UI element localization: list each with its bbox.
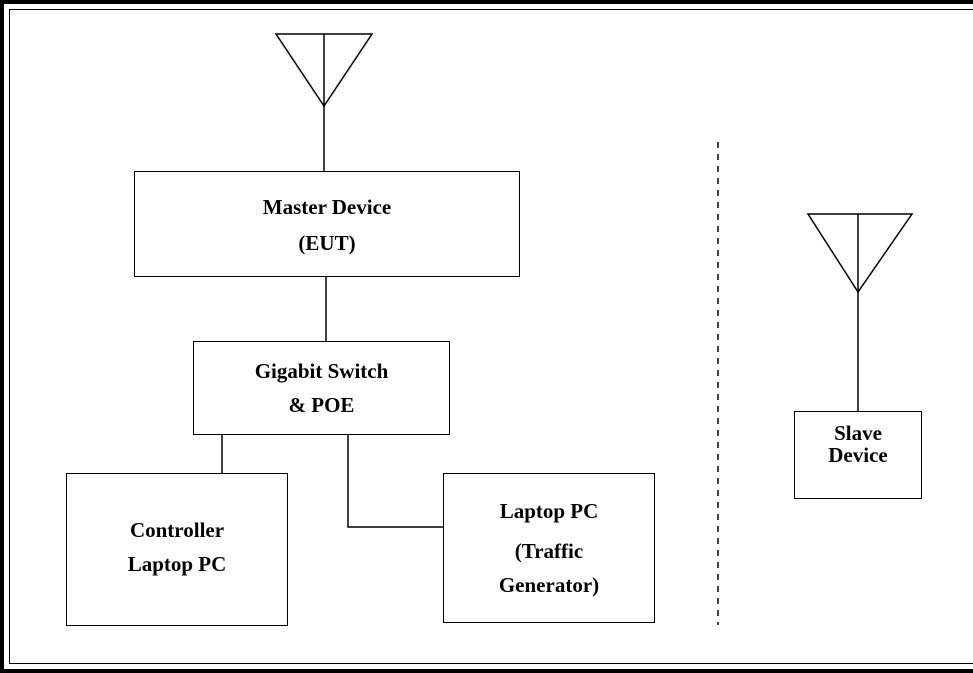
- switch-laptop-link: [347, 435, 443, 528]
- traffic-generator-box: Laptop PC (Traffic Generator): [443, 473, 655, 623]
- master-device-label: Master Device: [262, 195, 392, 219]
- traffic-generator-sublabel-2: Generator): [498, 573, 600, 597]
- traffic-generator-sublabel-1: (Traffic: [514, 539, 584, 563]
- gigabit-switch-box: Gigabit Switch & POE: [193, 341, 450, 435]
- controller-label: Controller: [129, 517, 225, 542]
- gigabit-switch-sublabel: & POE: [288, 393, 355, 417]
- controller-laptop-box: Controller Laptop PC: [66, 473, 288, 626]
- master-device-box: Master Device (EUT): [134, 171, 520, 277]
- traffic-generator-label: Laptop PC: [499, 499, 599, 523]
- slave-device-box: Slave Device: [794, 411, 922, 499]
- slave-antenna-icon: [806, 213, 914, 411]
- master-antenna-icon: [274, 33, 374, 171]
- inner-frame: [9, 9, 973, 664]
- slave-device-sublabel: Device: [828, 443, 888, 467]
- gigabit-switch-label: Gigabit Switch: [254, 359, 389, 383]
- slave-device-label: Slave: [834, 421, 882, 445]
- controller-sublabel: Laptop PC: [127, 551, 227, 576]
- master-device-sublabel: (EUT): [298, 231, 356, 255]
